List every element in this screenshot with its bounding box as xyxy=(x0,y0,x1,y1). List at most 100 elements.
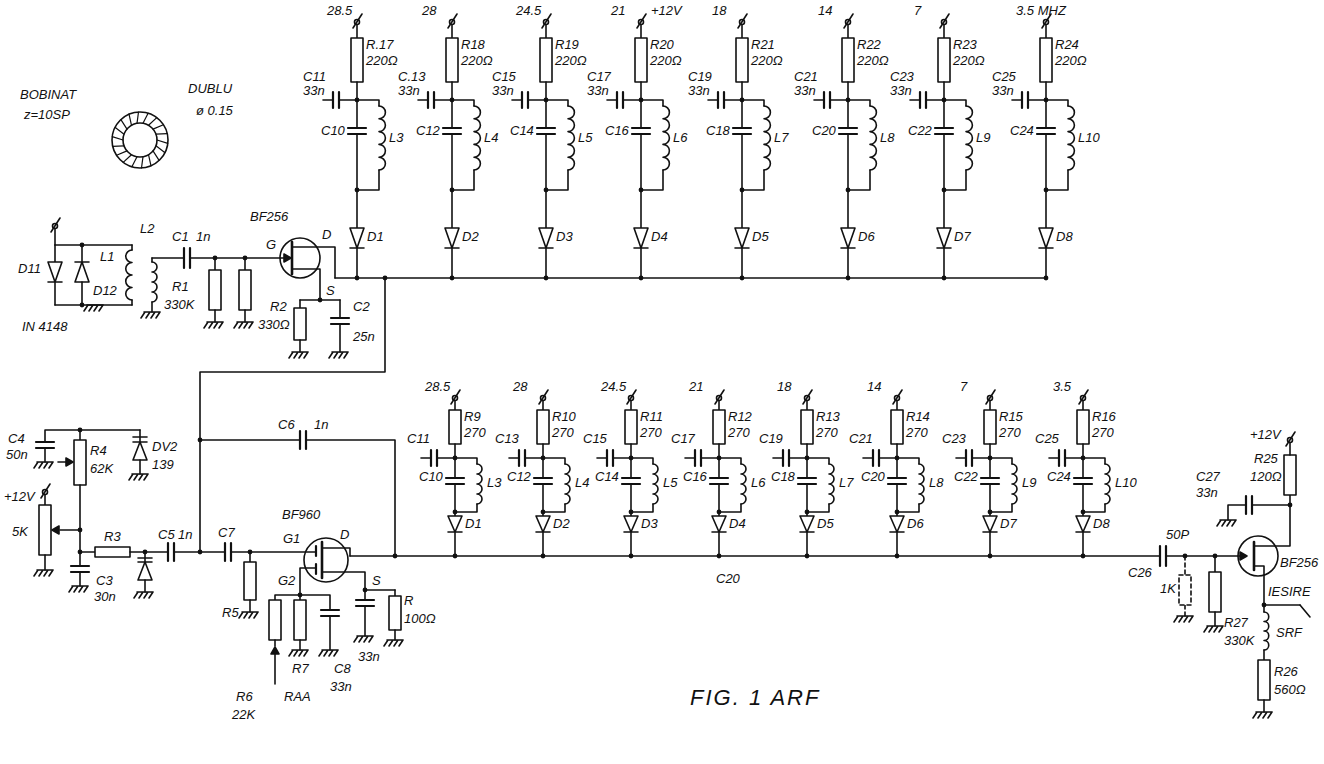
wire xyxy=(896,532,898,556)
junction-dot xyxy=(895,510,900,515)
wire xyxy=(641,100,663,106)
figure-caption: FIG. 1 ARF xyxy=(690,686,820,710)
wire xyxy=(1264,604,1300,606)
component-label: D1 xyxy=(465,517,482,531)
component-label: IN 4148 xyxy=(22,320,68,334)
component-label: 270 xyxy=(906,426,928,440)
wire xyxy=(545,134,547,228)
wire xyxy=(79,430,81,440)
wire xyxy=(879,457,897,459)
wire xyxy=(130,551,168,553)
component-label: L4 xyxy=(575,476,589,490)
wire xyxy=(741,248,743,278)
component-label: L1 xyxy=(100,250,114,264)
resistor-symbol xyxy=(1209,572,1221,612)
component-label: 33n xyxy=(688,84,710,98)
wire xyxy=(54,245,56,262)
component-label: RAA xyxy=(284,690,311,704)
component-label: 24.5 xyxy=(516,4,541,18)
wire xyxy=(806,444,808,478)
component-label: R11 xyxy=(640,410,663,424)
wire xyxy=(807,458,829,464)
wire xyxy=(1263,650,1265,660)
component-label: z=10SP xyxy=(24,108,70,122)
wire xyxy=(597,457,607,459)
capacitor-symbol xyxy=(622,478,640,484)
wire xyxy=(896,444,898,478)
wire xyxy=(685,457,695,459)
capacitor-symbol xyxy=(1160,546,1166,566)
wire xyxy=(452,100,474,106)
diode-symbol xyxy=(800,516,814,532)
junction-dot xyxy=(1044,188,1049,193)
component-label: D2 xyxy=(462,230,479,244)
capacitor-symbol xyxy=(607,450,613,466)
wire xyxy=(943,134,945,228)
wire xyxy=(79,552,81,566)
wire xyxy=(356,82,358,128)
component-label: D7 xyxy=(1000,517,1017,531)
component-label: C17 xyxy=(587,70,611,84)
coil-symbol xyxy=(1264,612,1269,650)
component-label: IESIRE xyxy=(1268,585,1311,599)
wire xyxy=(451,248,453,278)
wire xyxy=(613,457,631,459)
resistor-symbol xyxy=(713,410,725,444)
component-label: 270 xyxy=(464,426,486,440)
component-label: C10 xyxy=(321,124,345,138)
coil-symbol xyxy=(152,262,157,302)
wire xyxy=(724,99,742,101)
wire xyxy=(323,99,333,101)
capacitor-symbol xyxy=(519,450,525,466)
capacitor-symbol xyxy=(537,128,555,134)
component-label: 270 xyxy=(1092,426,1114,440)
component-label: C16 xyxy=(683,470,707,484)
resistor-symbol xyxy=(736,38,748,82)
component-label: C1 xyxy=(172,230,189,244)
component-label: 100Ω xyxy=(404,612,436,626)
wire xyxy=(1252,504,1290,506)
capacitor-symbol xyxy=(824,92,830,108)
wire xyxy=(545,25,547,38)
junction-dot xyxy=(450,188,455,193)
wire xyxy=(339,99,357,101)
ground-symbol xyxy=(34,462,53,468)
wire xyxy=(807,504,829,512)
wire xyxy=(631,458,653,464)
capacitor-symbol xyxy=(446,478,464,484)
wire xyxy=(1012,99,1022,101)
wire xyxy=(455,504,477,512)
capacitor-symbol xyxy=(1074,478,1092,484)
varicap-symbol xyxy=(138,557,152,559)
wire xyxy=(972,457,990,459)
component-label: R19 xyxy=(555,38,579,52)
capacitor-symbol xyxy=(428,92,434,108)
component-label: 33n xyxy=(398,84,420,98)
wire xyxy=(525,457,543,459)
wire xyxy=(274,640,276,646)
wire xyxy=(546,100,568,106)
capacitor-symbol xyxy=(888,478,906,484)
component-label: D xyxy=(340,528,349,542)
wire xyxy=(718,401,720,410)
component-label: L4 xyxy=(484,131,498,145)
diode-symbol xyxy=(983,516,997,532)
wire xyxy=(1214,556,1216,572)
coil-symbol xyxy=(1012,464,1017,504)
wire xyxy=(54,229,56,245)
component-label: 330K xyxy=(164,298,194,312)
junction-dot xyxy=(846,188,851,193)
wire xyxy=(394,630,396,640)
wire xyxy=(640,25,642,38)
junction-dot xyxy=(639,188,644,193)
wire xyxy=(640,82,642,128)
component-label: 33n xyxy=(1196,486,1218,500)
component-label: C22 xyxy=(908,124,932,138)
ground-symbol xyxy=(134,592,153,598)
component-label: C21 xyxy=(849,432,873,446)
wire xyxy=(630,401,632,410)
component-label: 33n xyxy=(492,84,514,98)
wire xyxy=(356,134,358,228)
resistor-symbol xyxy=(74,440,86,485)
component-label: R21 xyxy=(751,38,775,52)
